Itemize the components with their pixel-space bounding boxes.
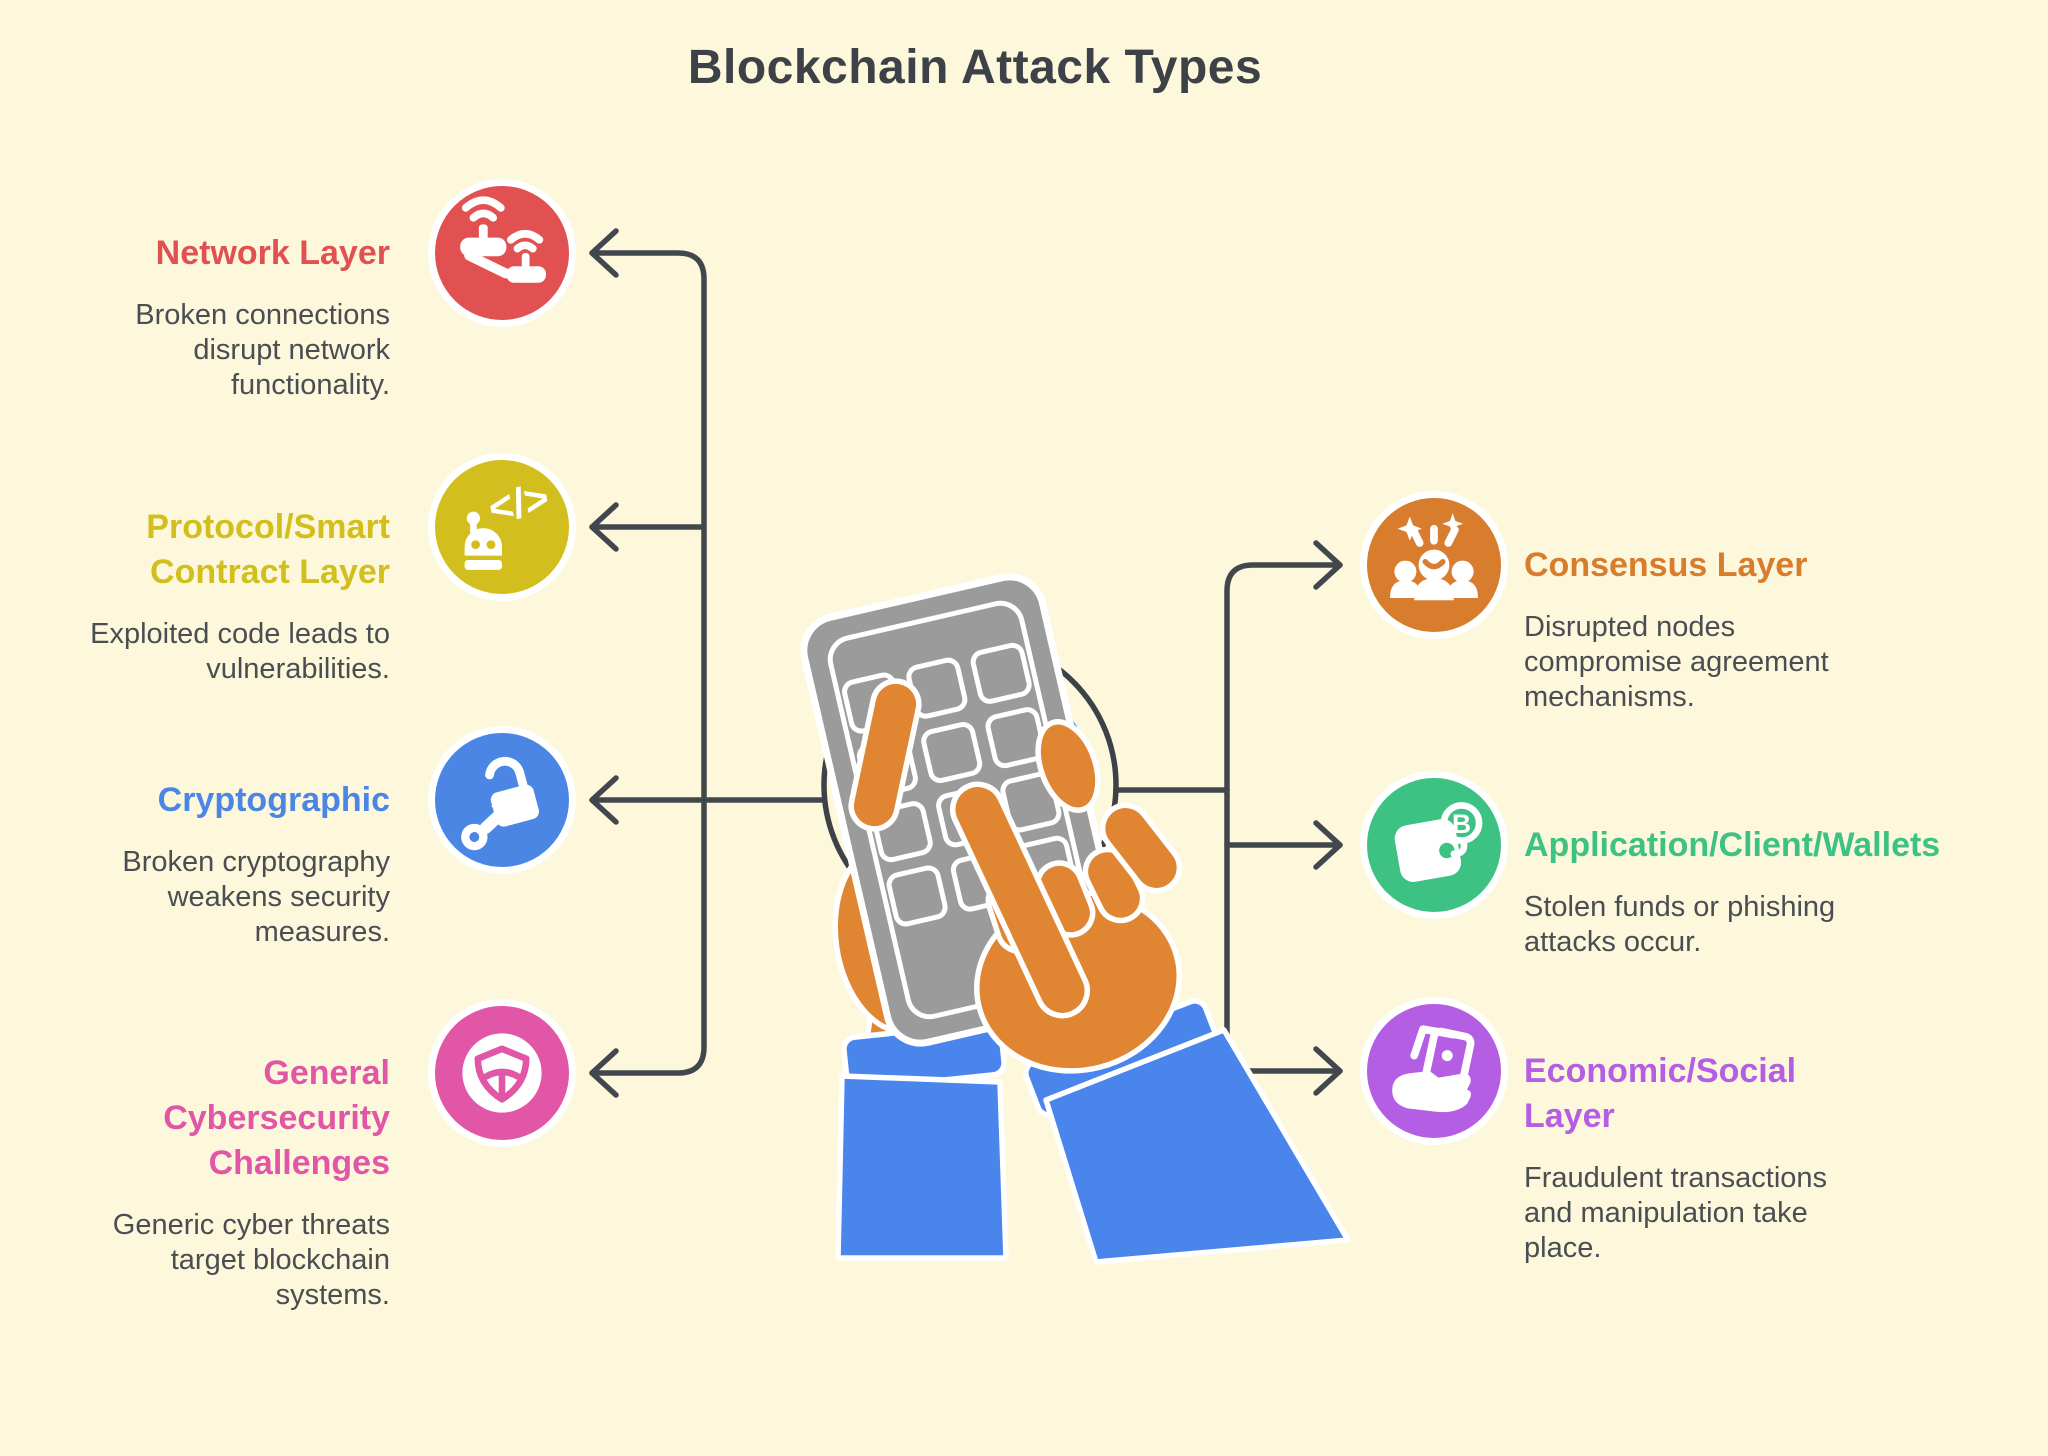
bitcoin-wallet-icon: B [1394, 802, 1483, 882]
item-protocol-smart-contract-layer: Protocol/Smart Contract Layer Exploited … [58, 505, 390, 687]
item-consensus-layer: Consensus Layer Disrupted nodes compromi… [1524, 543, 2044, 715]
item-cryptographic: Cryptographic Broken cryptography weaken… [58, 778, 390, 950]
hand-holding-money-icon [1392, 1025, 1475, 1113]
cybersecurity-badge [428, 999, 576, 1147]
item-title: Economic/Social Layer [1524, 1052, 1797, 1135]
arrowhead-icons [589, 228, 1343, 1098]
people-celebration-icon [1390, 513, 1478, 601]
item-title: General Cybersecurity Challenges [163, 1054, 390, 1182]
page-title: Blockchain Attack Types [687, 41, 1263, 94]
svg-text:B: B [1452, 809, 1471, 839]
item-title: Protocol/Smart Contract Layer [146, 508, 390, 591]
item-description: Exploited code leads to vulnerabilities. [90, 618, 390, 685]
item-title: Consensus Layer [1524, 546, 1808, 584]
item-network-layer: Network Layer Broken connections disrupt… [58, 231, 390, 403]
item-description: Broken cryptography weakens security mea… [122, 846, 390, 948]
item-title: Cryptographic [157, 781, 390, 819]
consensus-layer-badge [1360, 491, 1508, 639]
item-economic-social-layer: Economic/Social Layer Fraudulent transac… [1524, 1049, 2044, 1266]
cryptographic-badge [428, 726, 576, 874]
shield-emblem-icon [462, 1033, 542, 1113]
item-description: Disrupted nodes compromise agreement mec… [1524, 611, 1829, 713]
code-robot-icon: </> [464, 474, 553, 570]
item-general-cybersecurity-challenges: General Cybersecurity Challenges Generic… [58, 1051, 390, 1313]
item-title: Network Layer [155, 234, 390, 272]
item-description: Broken connections disrupt network funct… [135, 299, 390, 401]
item-description: Fraudulent transactions and manipulation… [1524, 1162, 1828, 1264]
item-description: Stolen funds or phishing attacks occur. [1524, 891, 1836, 958]
network-layer-badge [428, 179, 576, 327]
protocol-layer-badge: </> [428, 453, 576, 601]
wallets-badge: B [1360, 771, 1508, 919]
item-description: Generic cyber threats target blockchain … [112, 1209, 390, 1311]
unlocked-padlock-key-icon [461, 756, 539, 851]
hands-using-phone-illustration [800, 573, 1351, 1265]
item-title: Application/Client/Wallets [1524, 826, 1941, 864]
item-application-client-wallets: Application/Client/Wallets Stolen funds … [1524, 823, 2044, 960]
svg-text:</>: </> [484, 474, 553, 533]
economic-social-badge [1360, 997, 1508, 1145]
broken-wifi-routers-icon [460, 196, 546, 283]
